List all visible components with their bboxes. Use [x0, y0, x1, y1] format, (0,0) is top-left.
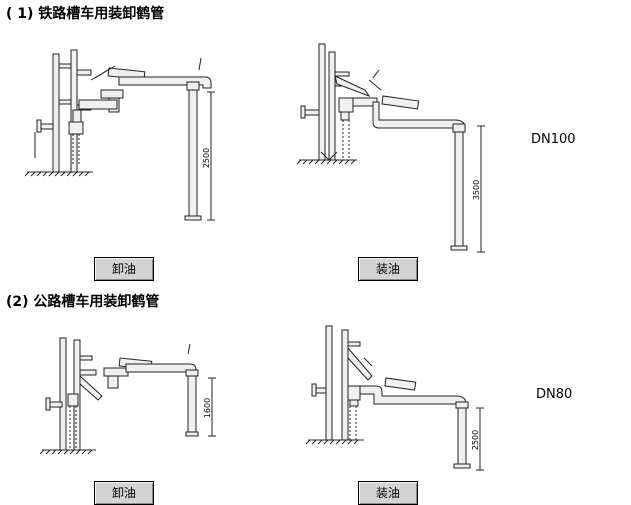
unloading-label: 卸油 — [111, 486, 136, 500]
loading-label-box: 装油 — [358, 257, 418, 281]
railway-unloading-arm-diagram: 2500 — [25, 49, 215, 221]
loading-label-box: 装油 — [358, 481, 418, 505]
section-2-title: (2) 公路槽车用装卸鹤管 — [6, 294, 160, 310]
section-2-size: DN80 — [536, 387, 573, 402]
unloading-label-box: 卸油 — [94, 257, 154, 281]
road-loading-arm-diagram: 2500 — [306, 325, 484, 471]
section-1-size: DN100 — [531, 132, 576, 147]
unloading-label-box: 卸油 — [94, 481, 154, 505]
section-1-title: ( 1) 铁路槽车用装卸鹤管 — [6, 6, 165, 22]
dimension-label: 1600 — [203, 398, 212, 418]
dimension-label: 2500 — [202, 148, 211, 168]
dimension-label: 3500 — [472, 180, 481, 200]
unloading-label: 卸油 — [111, 262, 136, 276]
road-unloading-arm-diagram: 1600 — [40, 337, 216, 455]
loading-label: 装油 — [375, 262, 400, 276]
loading-label: 装油 — [375, 486, 400, 500]
railway-loading-arm-diagram: 3500 — [296, 43, 485, 253]
dimension-label: 2500 — [471, 430, 480, 450]
